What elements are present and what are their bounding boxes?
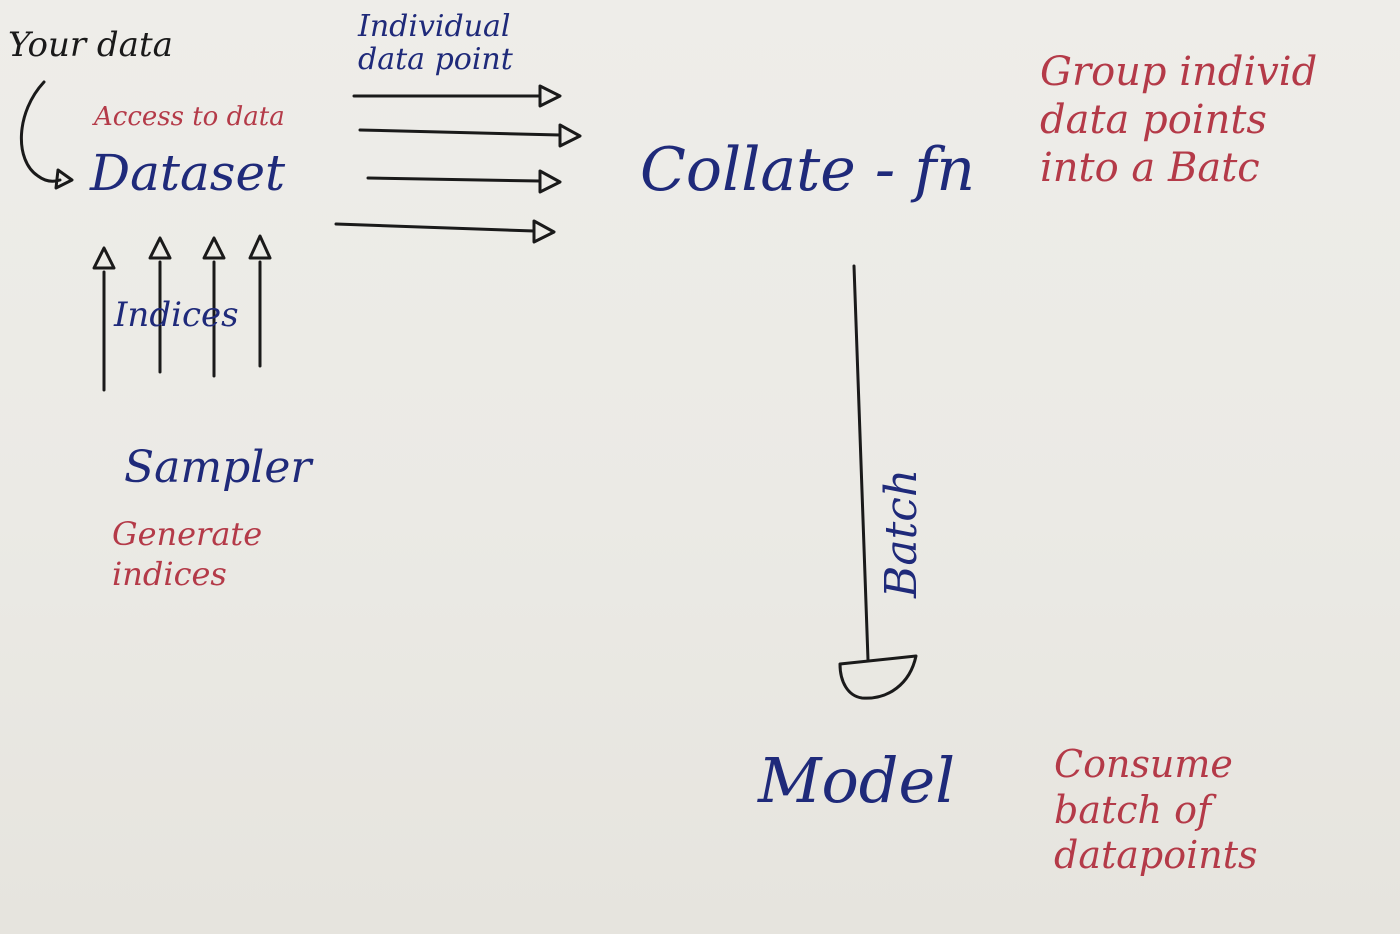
indices-label: Indices	[114, 295, 239, 335]
batch-arrowhead	[838, 654, 918, 700]
data-point-arrowhead-4	[532, 219, 556, 244]
access-to-data-note: Access to data	[94, 102, 285, 132]
index-arrowhead-1	[92, 246, 116, 270]
data-point-arrowhead-3	[538, 169, 562, 194]
index-arrowhead-3	[202, 236, 226, 260]
data-point-arrowhead-1	[538, 84, 562, 108]
sampler-label: Sampler	[124, 442, 312, 493]
data-point-arrowhead-2	[558, 123, 582, 148]
your-data-arrowhead	[54, 168, 74, 190]
batch-label: Batch	[876, 468, 927, 598]
data-point-arrow-3	[366, 176, 542, 183]
model-label: Model	[758, 744, 956, 817]
your-data-label: Your data	[8, 25, 173, 65]
generate-indices-note: Generate indices	[112, 515, 263, 593]
index-arrowhead-2	[148, 236, 172, 260]
your-data-curved-arrow	[19, 80, 62, 183]
data-point-arrow-4	[334, 222, 536, 233]
index-arrowhead-4	[248, 234, 272, 260]
collate-fn-label: Collate - fn	[640, 135, 976, 205]
batch-arrow-line	[852, 264, 870, 662]
group-into-batch-note: Group individ data points into a Batc	[1040, 49, 1318, 191]
consume-batch-note: Consume batch of datapoints	[1054, 742, 1258, 878]
individual-data-point-label: Individual data point	[358, 9, 513, 77]
dataset-label: Dataset	[90, 144, 286, 202]
data-point-arrow-2	[358, 128, 562, 137]
